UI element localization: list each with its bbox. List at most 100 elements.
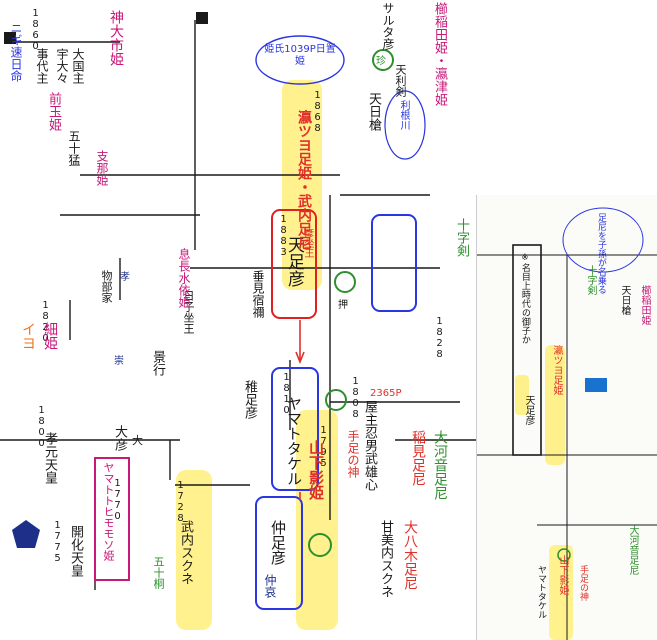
box-n2 (271, 367, 319, 491)
name-amenohiboko: 天日槍 (366, 92, 381, 131)
box-n3 (255, 496, 303, 610)
thumb-name: ヤマトタケル (536, 565, 546, 619)
arrow-1-head (295, 351, 305, 365)
highlight-n4 (282, 80, 322, 290)
thumb-highlight-1 (545, 345, 565, 465)
marker-square-2 (196, 12, 208, 24)
name-kaika: 開化天皇 (68, 525, 83, 577)
year-label: 1795 (318, 425, 329, 469)
year-label: 1883 (278, 214, 289, 258)
box-note-blue1 (371, 214, 417, 312)
name-ohyagi-sukune: 大八木足尼 (402, 520, 418, 590)
box-n1 (271, 209, 317, 319)
name-hikoimasu: 日子坐王 (182, 290, 195, 334)
name-yanushi: 屋主忍男武雄心 (362, 400, 377, 491)
name-kotoshironushi: 事代主 (35, 48, 49, 84)
box-n13 (94, 457, 130, 581)
thumb-blue-block (585, 378, 607, 392)
mark-label: 孝 (120, 272, 130, 283)
thumbnail-svg (477, 207, 657, 640)
name-amenotoriken: 天利剣 (394, 64, 407, 97)
name-isotakeru: 五十猛 (67, 130, 81, 166)
year-label: 1800 (36, 405, 47, 449)
thumb-name: 山下影姫 (557, 555, 568, 595)
thumb-name: 天足彦 (523, 395, 534, 425)
year-label: 1868 (312, 90, 323, 134)
genealogy-svg (0, 12, 476, 630)
name-okinaga-mizuyori-hime: 息長水依姫 (177, 248, 191, 308)
name-okitsuyo: 瀛ツヨ足姫・武内足尼 (296, 110, 312, 250)
mark-circle-1 (372, 49, 394, 71)
name-chuai: 仲哀 (263, 574, 277, 598)
mark-circle-3 (325, 389, 347, 411)
name-takeuchi-sukune: 武内スクネ (178, 520, 193, 585)
name-shina-hime: 支那姫 (95, 150, 109, 186)
thumb-note-box: ※名目上時代の御子か (519, 253, 530, 344)
name-ohiko: 大彦 (112, 425, 127, 451)
name-iyo: イヨ (20, 322, 36, 350)
marker-square-1 (4, 32, 16, 44)
note-isokiri: 五十桐 (152, 556, 165, 589)
name-momoso-hime: ヤマトトヒモモソ姫 (102, 462, 115, 561)
highlight-n12 (176, 470, 212, 630)
year-label: 1808 (350, 376, 361, 420)
name-yamashita-kage-hime: 山下影姫 (307, 440, 325, 500)
thumb-name: 天日槍 (619, 285, 630, 315)
name-kamuoichi-hime: 神大市姫 (108, 10, 124, 66)
name-note: 彦坐王 (302, 228, 313, 258)
name-umashiuchi: 甘美内スクネ (378, 520, 393, 598)
year-label: 1728 (175, 480, 186, 524)
year-label: 1810 (281, 372, 292, 416)
thumb-name: 大河音足尼 (627, 525, 638, 575)
highlight-layer (176, 80, 338, 630)
name-keiko: 景行 (150, 350, 165, 376)
thumb-note-bubble (562, 207, 644, 273)
name-saruta-hiko: サルタ彦 (381, 2, 395, 50)
name-wakatarashihiko: 稚足彦 (242, 380, 257, 419)
name-kuwashi-hime: 細姫 (42, 322, 58, 350)
name-yamato-takeru: ヤマトタケル (285, 396, 303, 486)
name-ama-tarashihiko: 天足彦 (284, 236, 304, 287)
thumb-box (512, 244, 542, 456)
name-okuninushi: 大国主 (71, 48, 85, 84)
mark-label: 押 (338, 300, 348, 311)
name-tarumi-sukune: 垂見宿禰 (251, 270, 265, 318)
name-inami-sukune: 稲見足尼 (410, 430, 426, 486)
mark-label: 崇 (114, 356, 124, 367)
name-mononobe: 物部家 (100, 270, 113, 303)
name-te-ashi-no-kami: 手足の神 (346, 430, 360, 478)
mark-circle-2 (334, 271, 356, 293)
name-nigihayahi: ニギ速日命 (9, 22, 23, 82)
name-okawaoto-sukune: 大河音足尼 (432, 430, 448, 500)
note-bubble-1 (255, 35, 345, 85)
year-label: 1770 (112, 478, 123, 522)
year-label: 1828 (434, 316, 445, 360)
highlight-n5 (296, 410, 338, 630)
year-label: 1820 (40, 300, 51, 344)
thumb-name: 手足の神 (578, 565, 588, 601)
name-jujiken: 十字剣 (454, 218, 469, 257)
thumb-name: 十字剣 (585, 265, 596, 295)
thumb-name: 瀛ツヨ足姫 (551, 345, 562, 395)
lineage-lines (0, 20, 476, 590)
arrow-layer (295, 320, 305, 500)
note-tone-river: 利根川 (398, 100, 409, 130)
year-label: 1860 (30, 8, 41, 52)
note-page-ref: 2365P (370, 388, 402, 399)
thumb-highlight-3 (515, 375, 529, 415)
name-udaida: 宇大々 (55, 48, 69, 84)
name-sakitama-hime: 前玉姫 (46, 92, 61, 131)
name-kushinada-hime: 櫛稲田姫・瀛津姫 (432, 2, 447, 106)
thumb-name: 櫛稲田姫 (639, 285, 650, 325)
name-kogen: 孝元天皇 (42, 432, 57, 484)
thumb-circle (557, 548, 571, 562)
note-himeji: 姫氏1039P日置姫 (264, 44, 336, 67)
genealogy-tree: 1860 1868 1883 1810 1795 1808 1828 1728 … (0, 2, 476, 630)
mark-label: 大 (132, 434, 143, 447)
year-label: 1775 (52, 520, 63, 564)
mark-label: 珍 (376, 56, 386, 67)
thumbnail-sheet: 足尼を子孫が名乗る ※名目上時代の御子か 天足彦 瀛ツヨ足姫 山下影姫 大河音足… (476, 195, 657, 640)
pentagon-icon (12, 520, 40, 548)
mark-circle-4 (308, 533, 332, 557)
